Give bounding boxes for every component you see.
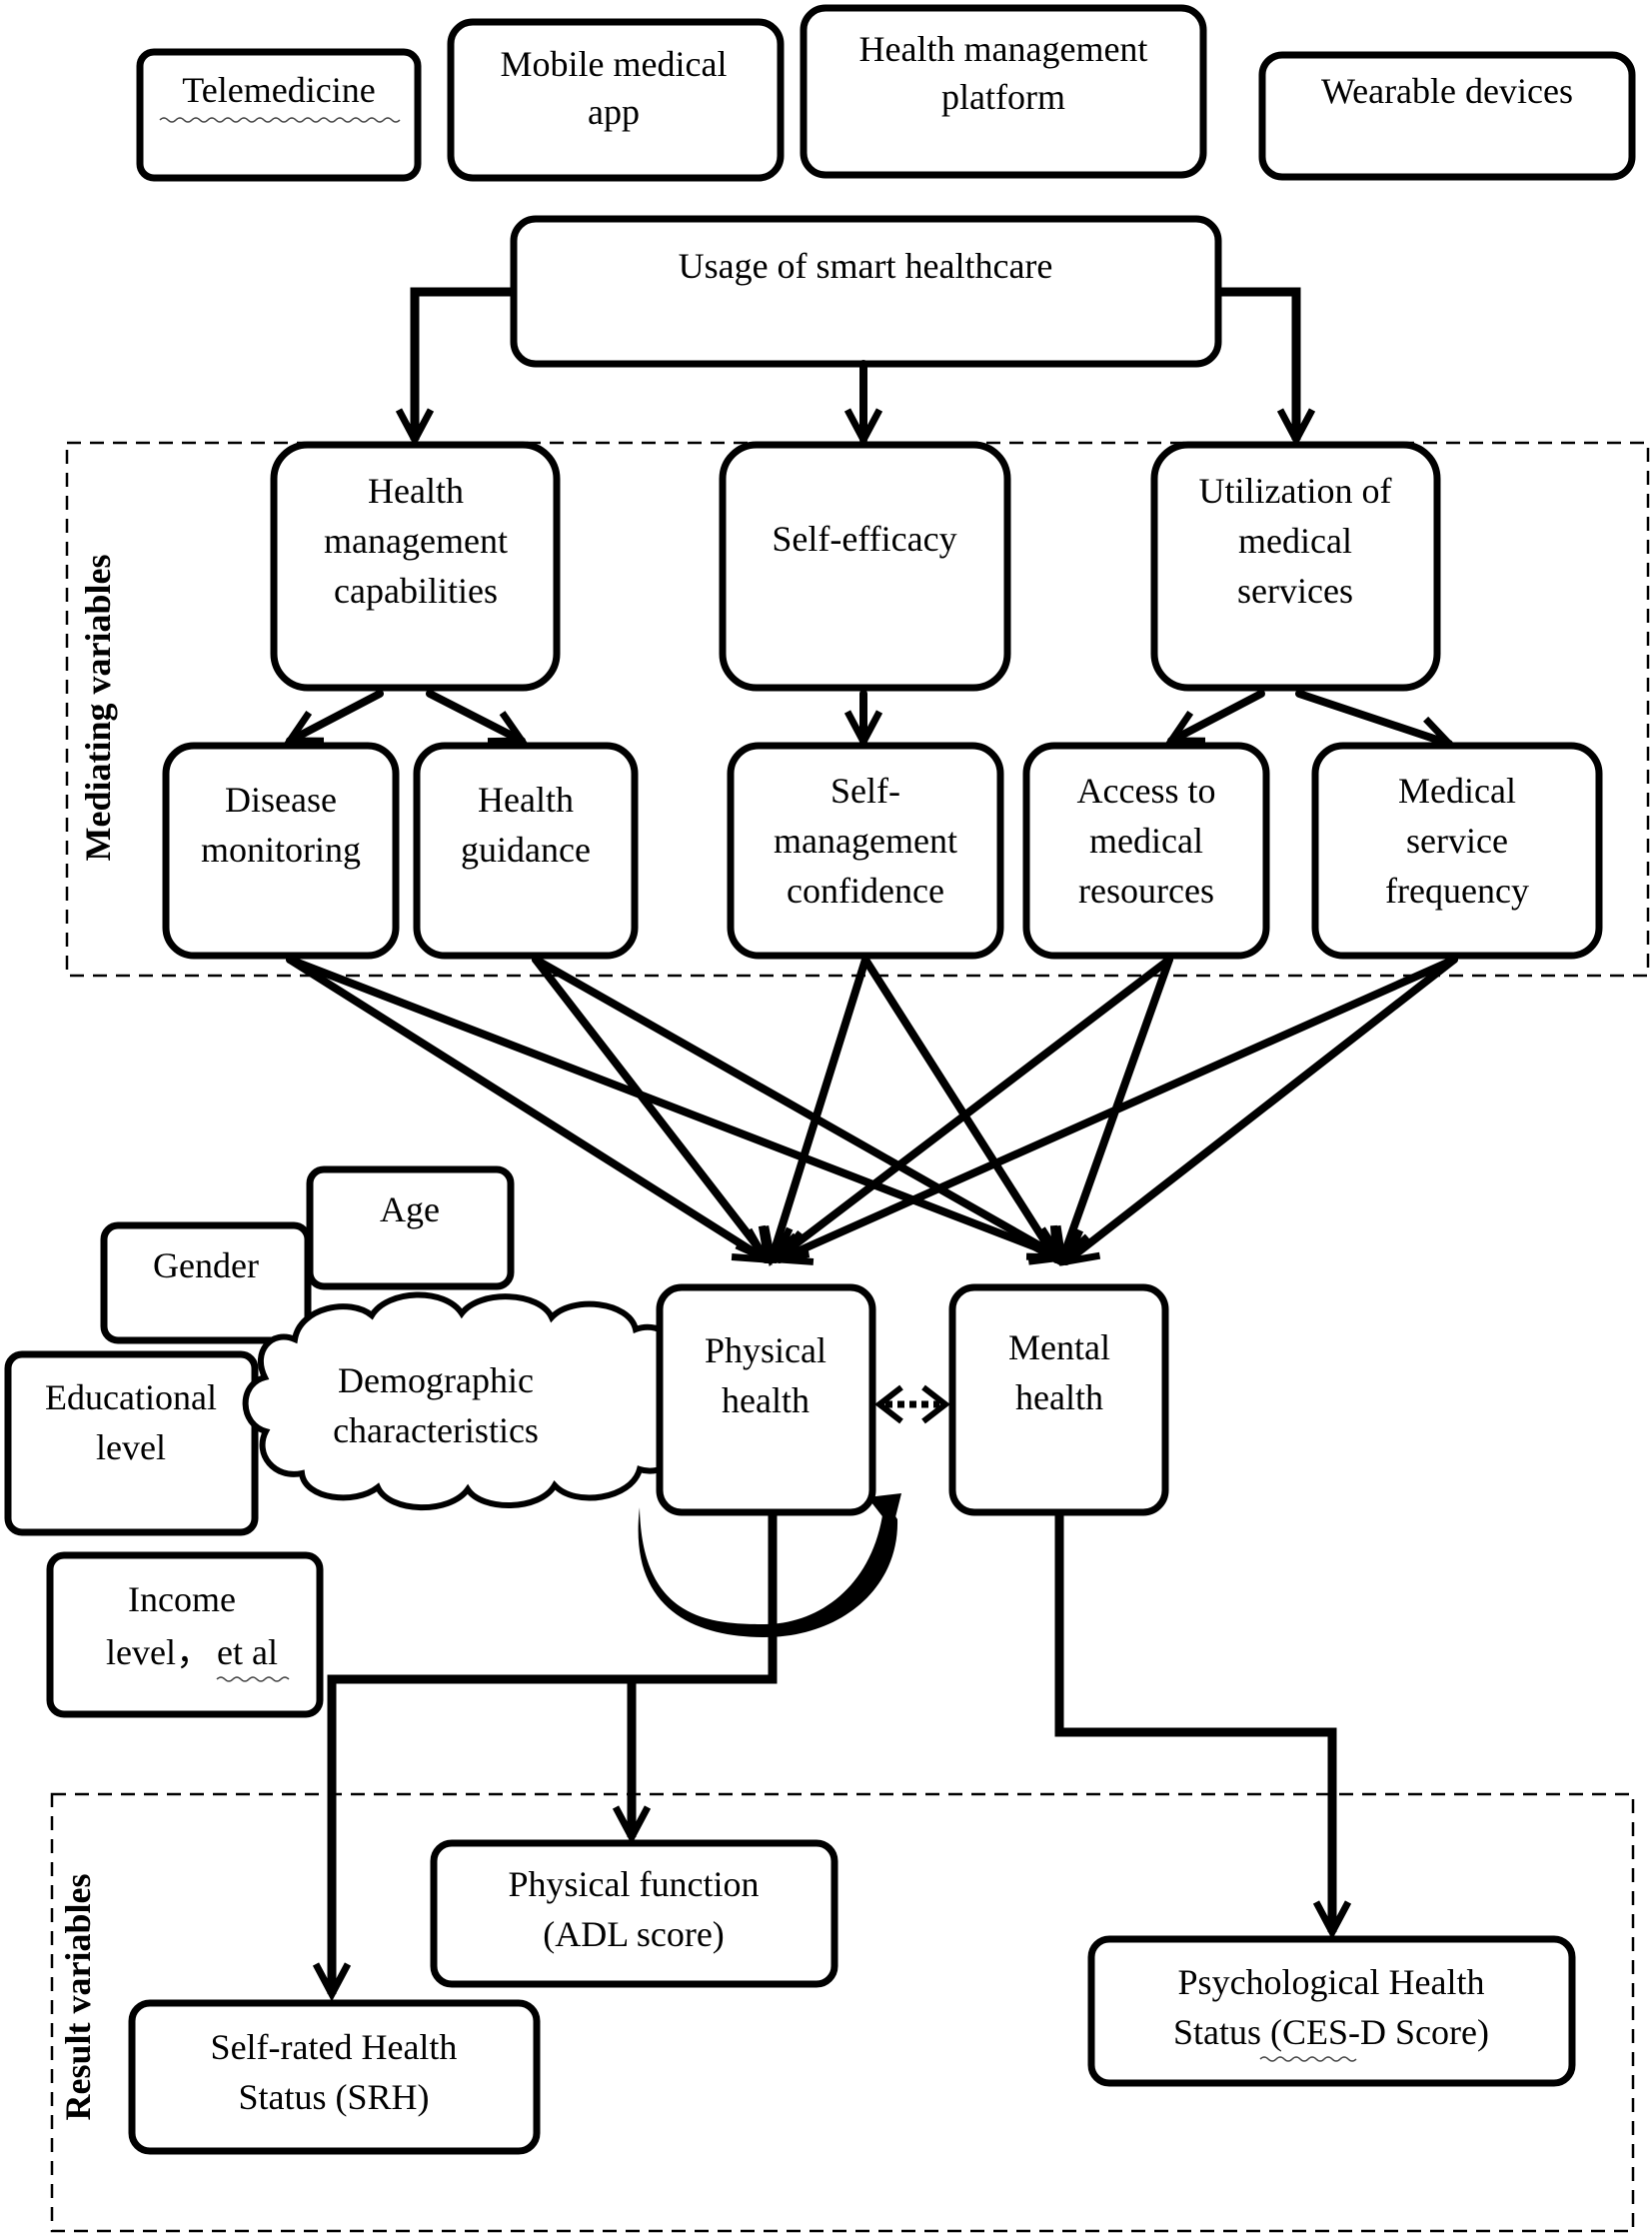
usage-right-connector: [1218, 287, 1316, 448]
disease-monitoring-label-2: monitoring: [201, 830, 361, 870]
wearable-box: [1258, 51, 1636, 181]
health-management-label-3: capabilities: [334, 571, 498, 611]
demographic-label-1: Demographic: [338, 1360, 534, 1400]
moderation-curve-icon: [638, 1499, 898, 1637]
self-efficacy-label: Self-efficacy: [772, 519, 956, 559]
selfmgmt-to-mental-arrow: [861, 956, 1060, 1266]
utilization-label-2: medical: [1238, 521, 1352, 561]
service-frequency-label-1: Medical: [1398, 771, 1516, 811]
mental-to-psych-connector: [1054, 1512, 1352, 1940]
health-management-label-2: management: [324, 521, 508, 561]
usage-box: [510, 215, 1222, 368]
srh-box: [128, 1999, 541, 2155]
demographic-label-2: characteristics: [333, 1410, 539, 1450]
service-frequency-label-2: service: [1406, 821, 1508, 861]
service-frequency-box: [1311, 742, 1603, 960]
income-label-1: Income: [128, 1579, 236, 1619]
health-platform-box: [800, 4, 1207, 179]
hm-to-guidance-arrow: [426, 690, 529, 746]
usage-label: Usage of smart healthcare: [679, 246, 1053, 286]
disease-monitoring-box: [162, 742, 400, 960]
utilization-label-1: Utilization of: [1199, 471, 1392, 511]
wearable-label: Wearable devices: [1321, 71, 1573, 111]
age-label: Age: [380, 1189, 440, 1229]
telemedicine-box: [136, 48, 422, 182]
physical-health-label-1: Physical: [705, 1330, 826, 1370]
income-label-3: et al: [217, 1632, 278, 1672]
selfmgmt-to-physical-arrow: [762, 956, 869, 1267]
health-platform-label-2: platform: [941, 77, 1065, 117]
psychological-label-1: Psychological Health: [1178, 1962, 1485, 2002]
health-platform-label: Health management: [859, 29, 1148, 69]
mental-health-label-1: Mental: [1008, 1327, 1110, 1367]
self-management-label-2: management: [774, 821, 957, 861]
utilization-box: [1150, 441, 1441, 692]
service-frequency-label-3: frequency: [1385, 871, 1529, 911]
physical-health-label-2: health: [722, 1380, 810, 1420]
age-box: [306, 1165, 515, 1290]
health-management-label-1: Health: [368, 471, 464, 511]
telemedicine-label: Telemedicine: [182, 70, 375, 110]
self-efficacy-box: [719, 441, 1011, 692]
self-management-label-1: Self-: [830, 771, 900, 811]
health-guidance-box: [413, 742, 639, 960]
utilization-label-3: services: [1237, 571, 1353, 611]
physical-function-label-1: Physical function: [509, 1864, 760, 1904]
hm-to-disease-arrow: [283, 690, 384, 745]
physical-function-label-2: (ADL score): [543, 1914, 725, 1954]
link-right-arrowhead: [921, 1384, 950, 1424]
income-box: [46, 1551, 324, 1718]
physical-function-box: [430, 1839, 838, 1988]
access-resources-label-1: Access to: [1077, 771, 1216, 811]
link-left-arrowhead: [874, 1384, 903, 1424]
guidance-to-physical-arrow: [532, 956, 773, 1265]
telemedicine-underline: [159, 117, 401, 123]
access-resources-label-3: resources: [1078, 871, 1214, 911]
srh-label-1: Self-rated Health: [211, 2027, 458, 2067]
access-resources-box: [1022, 742, 1270, 960]
mobile-app-box: [447, 18, 785, 182]
health-guidance-label-2: guidance: [461, 830, 591, 870]
mobile-app-label: Mobile medical: [501, 44, 728, 84]
education-box: [4, 1350, 259, 1536]
health-guidance-label-1: Health: [478, 780, 574, 820]
disease-to-mental-arrow: [286, 956, 1069, 1265]
psychological-box: [1087, 1935, 1576, 2087]
income-underline: [216, 1676, 290, 1682]
psychological-label-2: Status (CES-D Score): [1173, 2012, 1489, 2052]
disease-to-physical-arrow: [286, 956, 773, 1263]
gender-box: [100, 1221, 312, 1344]
gender-label: Gender: [153, 1245, 259, 1285]
util-to-access-arrow: [1164, 690, 1265, 745]
disease-monitoring-label-1: Disease: [225, 780, 337, 820]
result-section-frame: [50, 1792, 1635, 2233]
mobile-app-label-2: app: [588, 92, 640, 132]
income-label-2: level，: [106, 1632, 212, 1672]
frequency-to-mental-arrow: [1060, 956, 1458, 1266]
moderation-curve-tip-icon: [867, 1493, 901, 1529]
education-label-1: Educational: [45, 1377, 217, 1417]
physical-health-box: [656, 1283, 876, 1516]
usage-left-connector: [395, 287, 514, 448]
access-to-physical-arrow: [770, 956, 1173, 1264]
demographic-cloud: [242, 1291, 697, 1511]
srh-label-2: Status (SRH): [238, 2077, 429, 2117]
mental-health-label-2: health: [1015, 1377, 1103, 1417]
self-management-label-3: confidence: [787, 871, 944, 911]
education-label-2: level: [96, 1427, 166, 1467]
util-to-frequency-arrow: [1295, 690, 1457, 754]
health-management-box: [270, 441, 561, 692]
result-section-label: Result variables: [58, 1874, 98, 2121]
physical-to-srh-connector: [312, 1512, 778, 2002]
cesd-underline: [1259, 2056, 1357, 2062]
mediating-section-label: Mediating variables: [78, 555, 118, 862]
guidance-to-mental-arrow: [532, 956, 1067, 1261]
access-resources-label-2: medical: [1089, 821, 1203, 861]
frequency-to-physical-arrow: [773, 956, 1458, 1265]
